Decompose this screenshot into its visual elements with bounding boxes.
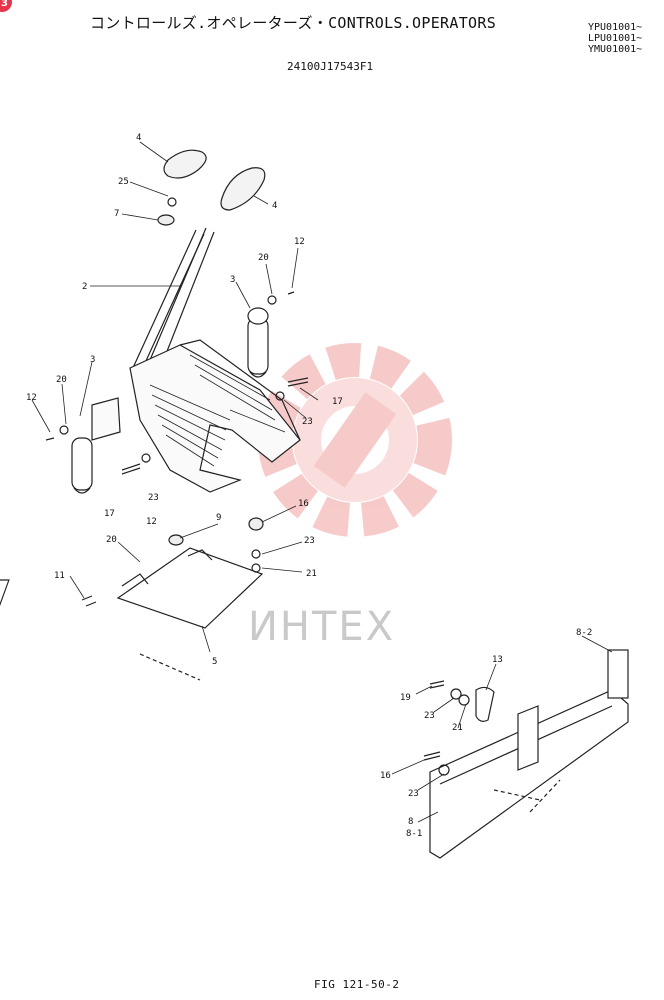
- callout-label: 16: [298, 499, 309, 509]
- callout-labels: 4 4 25 7 2 3 20 12 17 23 3 20 12 23 17 1…: [26, 133, 592, 839]
- callout-label: 3: [90, 355, 95, 365]
- callout-label: 7: [114, 209, 119, 219]
- serial-range: YPU01001~: [588, 22, 643, 33]
- figure-caption: FIG 121-50-2: [314, 978, 400, 991]
- callout-label: 20: [258, 253, 269, 263]
- callout-label: 2: [82, 282, 87, 292]
- callout-label: 12: [294, 237, 305, 247]
- callout-label: 23: [304, 536, 315, 546]
- callout-label: 23: [148, 493, 159, 503]
- callout-label: 23: [302, 417, 313, 427]
- callout-label: 12: [146, 517, 157, 527]
- callout-label: 9: [216, 513, 221, 523]
- watermark-text: ИНТЕХ: [248, 604, 395, 650]
- callout-leaders: [31, 141, 613, 823]
- callout-label: 21: [452, 723, 463, 733]
- callout-label: 19: [400, 693, 411, 703]
- callout-label: 16: [380, 771, 391, 781]
- callout-label: 20: [106, 535, 117, 545]
- callout-label: 8: [408, 817, 413, 827]
- callout-label: 4: [272, 201, 277, 211]
- callout-label: 17: [332, 397, 343, 407]
- drawing-number: 24100J17543F1: [287, 60, 374, 73]
- callout-label: 23: [424, 711, 435, 721]
- callout-label: 17: [104, 509, 115, 519]
- page-title: コントロールズ.オペレーターズ・CONTROLS.OPERATORS: [90, 14, 497, 32]
- callout-label: 23: [408, 789, 419, 799]
- corner-badge: 3: [0, 0, 12, 12]
- control-pedal-assembly: [0, 149, 629, 859]
- serial-ranges: YPU01001~ LPU01001~ YMU01001~: [588, 22, 642, 55]
- serial-range: LPU01001~: [588, 33, 643, 44]
- callout-label: 5: [212, 657, 217, 667]
- callout-label: 3: [230, 275, 235, 285]
- callout-label: 12: [26, 393, 37, 403]
- callout-label: 8-1: [406, 829, 422, 839]
- callout-label: 21: [306, 569, 317, 579]
- callout-label: 20: [56, 375, 67, 385]
- callout-label: 4: [136, 133, 141, 143]
- callout-label: 13: [492, 655, 503, 665]
- callout-label: 8-2: [576, 628, 592, 638]
- callout-label: 25: [118, 177, 129, 187]
- callout-label: 11: [54, 571, 65, 581]
- watermark-gear-icon: [258, 343, 452, 537]
- serial-range: YMU01001~: [588, 44, 643, 55]
